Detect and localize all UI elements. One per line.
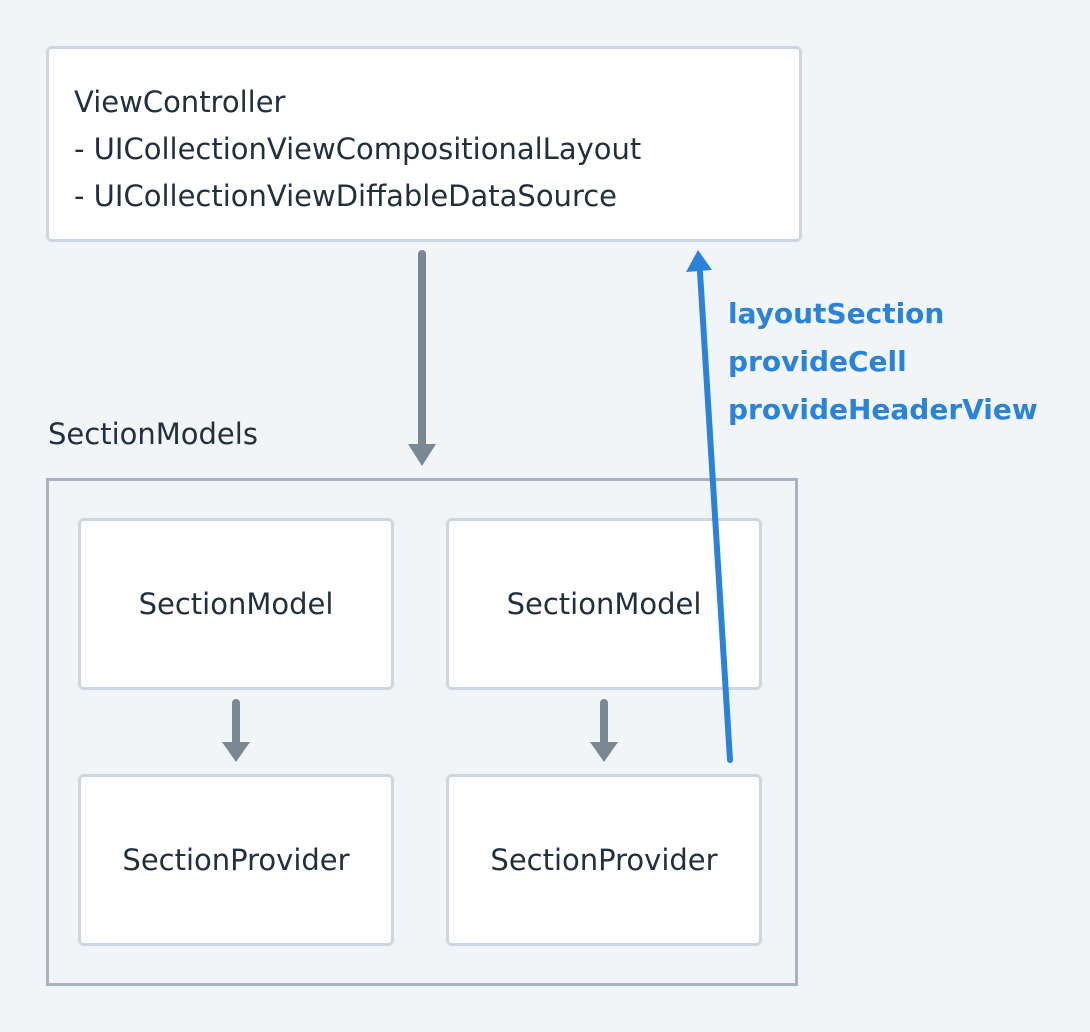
- diffable-data-source-line: - UICollectionViewDiffableDataSource: [74, 179, 618, 213]
- section-model-box-right: SectionModel: [446, 518, 762, 690]
- view-controller-box: ViewController - UICollectionViewComposi…: [46, 46, 802, 242]
- compositional-layout-line: - UICollectionViewCompositionalLayout: [74, 132, 642, 166]
- callback-provide-cell: provideCell: [728, 345, 907, 378]
- section-models-group: [46, 478, 798, 986]
- callback-layout-section: layoutSection: [728, 297, 945, 330]
- callback-provide-header-view: provideHeaderView: [728, 393, 1038, 426]
- section-models-label: SectionModels: [48, 417, 258, 451]
- section-model-box-left: SectionModel: [78, 518, 394, 690]
- section-provider-label-right: SectionProvider: [490, 843, 718, 877]
- callback-list: layoutSection provideCell provideHeaderV…: [728, 290, 1038, 434]
- section-provider-box-right: SectionProvider: [446, 774, 762, 946]
- section-model-label-left: SectionModel: [138, 587, 334, 621]
- section-model-label-right: SectionModel: [506, 587, 702, 621]
- down-arrow-icon: [408, 250, 436, 466]
- section-provider-box-left: SectionProvider: [78, 774, 394, 946]
- section-provider-label-left: SectionProvider: [122, 843, 350, 877]
- view-controller-title: ViewController: [74, 85, 286, 119]
